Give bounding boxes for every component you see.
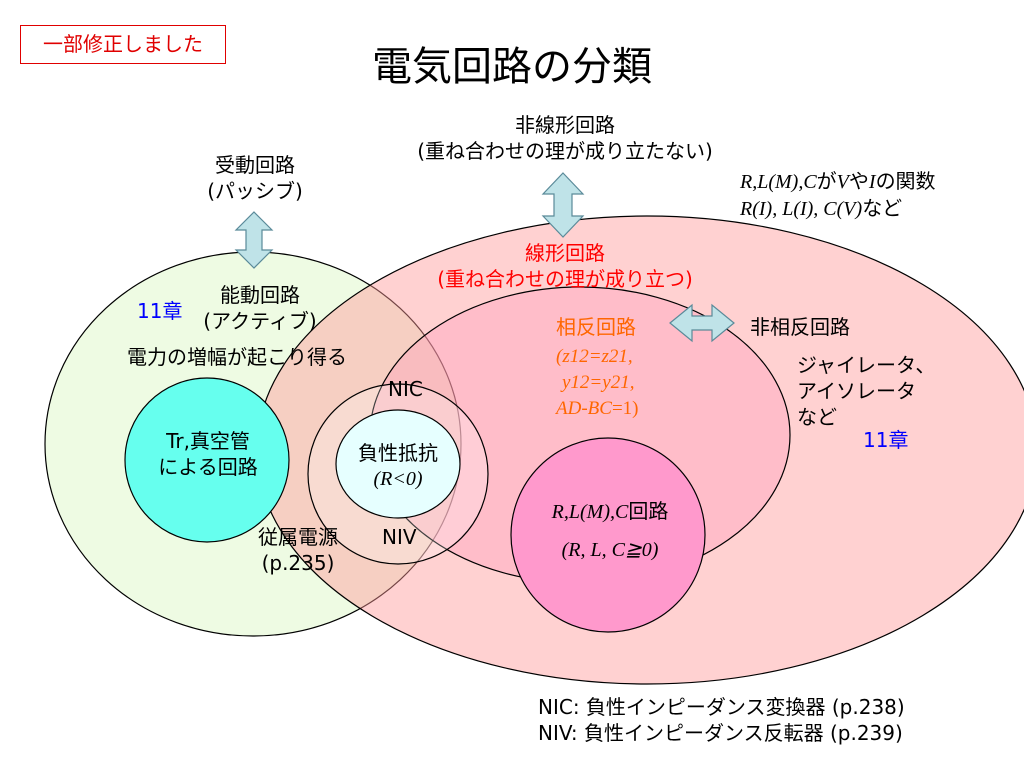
- negative-resistance-line2: (R<0): [373, 468, 423, 490]
- footnote-nic: NIC: 負性インピーダンス変換器 (p.238): [538, 695, 905, 719]
- nonlinear-note: R,L(M),CがVやIの関数 R(I), L(I), C(V)など: [740, 168, 936, 222]
- rlc-line1-vars: R,L(M),C: [551, 501, 629, 523]
- reciprocal-eq3-lhs: AD-BC: [556, 398, 612, 419]
- nonreciprocal-label: 非相反回路: [750, 315, 850, 339]
- nonlinear-line1: 非線形回路: [515, 113, 615, 137]
- active-chapter: 11章: [137, 299, 183, 323]
- transistor-label: Tr,真空管 による回路: [130, 428, 286, 480]
- nonlinear-label: 非線形回路 (重ね合わせの理が成り立たない): [330, 112, 800, 164]
- reciprocal-label: 相反回路: [556, 315, 636, 339]
- transistor-line1: Tr,真空管: [166, 429, 250, 453]
- note-v: V: [836, 171, 849, 193]
- nonreciprocal-line3: など: [797, 405, 837, 429]
- nonreciprocal-examples: ジャイレータ、 アイソレータ など: [797, 352, 935, 430]
- nonreciprocal-line1: ジャイレータ、: [797, 353, 936, 377]
- nonreciprocal-chapter: 11章: [863, 428, 909, 452]
- active-line1: 能動回路: [220, 283, 300, 307]
- active-label: 能動回路 (アクティブ): [180, 282, 340, 334]
- negative-resistance-region: [335, 409, 461, 519]
- nonlinear-linear-double-arrow-icon: [541, 172, 585, 238]
- transistor-line2: による回路: [158, 455, 258, 479]
- note-nado: など: [862, 196, 903, 220]
- passive-line1: 受動回路: [215, 153, 295, 177]
- note-examples: R(I), L(I), C(V): [740, 198, 863, 220]
- passive-active-double-arrow-icon: [234, 211, 274, 269]
- page-title: 電気回路の分類: [372, 44, 652, 90]
- reciprocal-nonreciprocal-double-arrow-icon: [669, 303, 735, 343]
- reciprocal-eq1: (z12=z21,: [556, 346, 633, 367]
- note-function: の関数: [875, 169, 936, 193]
- reciprocal-eq2: y12=y21,: [562, 372, 635, 393]
- transistor-circuit-region: [124, 377, 290, 543]
- reciprocal-equations: (z12=z21, y12=y21, AD-BC=1): [556, 344, 638, 422]
- active-line2: (アクティブ): [203, 309, 317, 333]
- dependent-source-label: 従属電源 (p.235): [238, 524, 358, 576]
- nonlinear-note-line2: R(I), L(I), C(V)など: [740, 195, 936, 222]
- dependent-source-line1: 従属電源: [258, 525, 338, 549]
- linear-label: 線形回路 (重ね合わせの理が成り立つ): [400, 240, 730, 292]
- note-ya: や: [848, 169, 869, 193]
- negative-resistance-line1: 負性抵抗: [358, 441, 438, 465]
- rlc-label: R,L(M),C回路 (R, L, C≧0): [520, 498, 700, 563]
- note-ga: が: [816, 169, 837, 193]
- passive-line2: (パッシブ): [207, 179, 303, 203]
- nic-label: NIC: [388, 377, 423, 401]
- niv-label: NIV: [382, 525, 417, 549]
- nonlinear-line2: (重ね合わせの理が成り立たない): [417, 139, 713, 163]
- linear-line2: (重ね合わせの理が成り立つ): [437, 267, 693, 291]
- footnotes: NIC: 負性インピーダンス変換器 (p.238) NIV: 負性インピーダンス…: [538, 694, 905, 746]
- note-i: I: [868, 171, 876, 193]
- active-line3: 電力の増幅が起こり得る: [127, 345, 347, 369]
- linear-line1: 線形回路: [525, 241, 605, 265]
- rlc-line2: (R, L, C≧0): [561, 539, 659, 561]
- rlc-line1: R,L(M),C回路: [520, 498, 700, 525]
- negative-resistance-label: 負性抵抗 (R<0): [338, 440, 458, 492]
- revision-badge: 一部修正しました: [20, 25, 226, 64]
- reciprocal-eq3-rhs: =1): [611, 398, 639, 419]
- nonreciprocal-line2: アイソレータ: [797, 379, 916, 403]
- reciprocal-eq3: AD-BC=1): [556, 396, 638, 422]
- note-rlc-var: R,L(M),C: [740, 171, 817, 193]
- dependent-source-line2: (p.235): [261, 551, 335, 575]
- footnote-niv: NIV: 負性インピーダンス反転器 (p.239): [538, 721, 903, 745]
- rlc-line1-kairo: 回路: [628, 499, 669, 523]
- passive-label: 受動回路 (パッシブ): [180, 152, 330, 204]
- rlc-circuit-region: [510, 437, 706, 633]
- nonlinear-note-line1: R,L(M),CがVやIの関数: [740, 168, 936, 195]
